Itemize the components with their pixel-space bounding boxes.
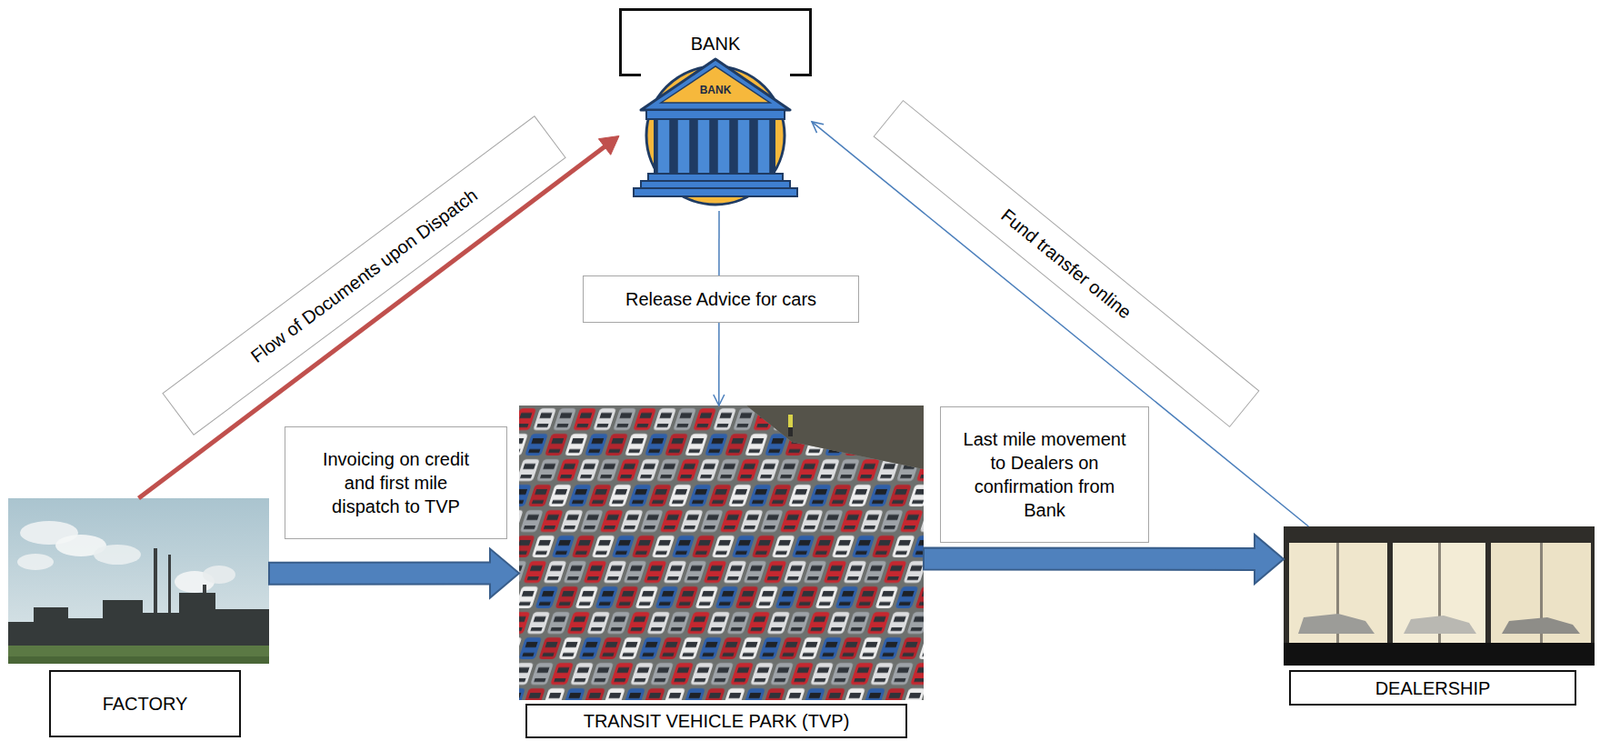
node-label: DEALERSHIP: [1375, 677, 1491, 700]
node-label: FACTORY: [102, 692, 189, 715]
car-park-picture: [519, 405, 924, 700]
edge-label-box: Last mile movement to Dealers on confirm…: [940, 406, 1150, 543]
icon-text: BANK: [700, 84, 732, 96]
arrow-head: [811, 121, 824, 133]
label-box: TRANSIT VEHICLE PARK (TVP): [525, 703, 908, 739]
edge-label-box: Release Advice for cars: [582, 275, 860, 323]
bank-icon: [619, 8, 812, 211]
edge-label-box: Fund transfer online: [873, 100, 1260, 428]
arrow-head: [713, 394, 725, 406]
node-area: DEALERSHIP: [1283, 526, 1595, 707]
connector-line: [811, 121, 1309, 527]
node-area: FACTORY: [8, 498, 270, 740]
edge-label: Fund transfer online: [996, 203, 1137, 325]
connector: [811, 121, 1309, 527]
node-label: TRANSIT VEHICLE PARK (TVP): [583, 710, 850, 732]
edge-label: Last mile movement to Dealers on confirm…: [959, 427, 1130, 522]
edge-label: Invoicing on credit and first mile dispa…: [309, 447, 483, 519]
edge-label: Flow of Documents upon Dispatch: [245, 183, 482, 369]
label-box: DEALERSHIP: [1289, 670, 1577, 706]
label-box: FACTORY: [49, 670, 241, 738]
connector: [269, 549, 520, 599]
block-arrow: [269, 549, 520, 599]
edge-label: Release Advice for cars: [625, 287, 817, 311]
edge-label-box: Flow of Documents upon Dispatch: [161, 115, 566, 436]
factory-picture: [8, 498, 270, 664]
arrow-head: [598, 136, 620, 156]
edge-label-box: Invoicing on credit and first mile dispa…: [284, 426, 508, 540]
showroom-picture: [1283, 526, 1595, 666]
node-area: TRANSIT VEHICLE PARK (TVP): [519, 405, 924, 740]
node-label: BANK: [690, 32, 740, 55]
